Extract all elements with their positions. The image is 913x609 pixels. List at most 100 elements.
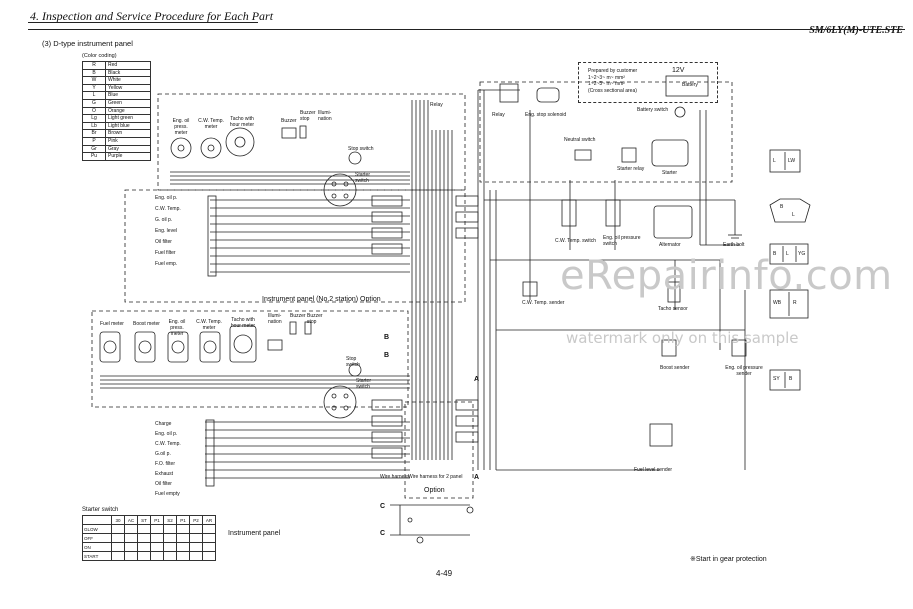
starter-switch-position: OFF [82, 533, 112, 543]
page-header-model: SM/6LY(M)-UTE.STE [809, 25, 903, 36]
cw-temp-switch-label: C.W. Temp. switch [555, 238, 597, 244]
starter-switch-cell [137, 533, 151, 543]
upper-bus-lines [170, 171, 410, 273]
starter-switch-cell [111, 524, 125, 534]
upper-panel-frame [157, 93, 466, 191]
lower-gauge-label-2: Boost meter [133, 321, 160, 327]
lower-lamp-label: Charge [155, 421, 172, 427]
upper-gauges [170, 127, 255, 159]
starter-switch-cell [137, 551, 151, 561]
fuel-level-sender-shape [649, 423, 673, 447]
alternator-shape [653, 205, 693, 239]
header-rule-short [28, 22, 258, 23]
illumination-label: Illumi-nation [318, 110, 332, 122]
starter-switch-cell [202, 551, 216, 561]
option-label: Option [424, 487, 445, 494]
starter-switch-cell [111, 551, 125, 561]
upper-gauge-label-3: Tacho with hour meter [229, 116, 255, 128]
upper-lamp-label: Fuel filter [155, 250, 176, 256]
upper-panel-lower-frame [124, 189, 466, 303]
buzzer2-label: Buzzer [290, 313, 306, 319]
lower-lamp-label: Exhaust [155, 471, 174, 477]
lower-lamp-label: Oil filter [155, 481, 172, 487]
starter-switch-column-header: P2 [189, 515, 203, 525]
watermark-main: eRepairinfo.com [560, 253, 893, 299]
starter-switch-cell [189, 524, 203, 534]
starter-switch-upper [323, 173, 357, 207]
stop-switch2-label: Stop switch [346, 356, 360, 368]
terminal-a: A [474, 474, 480, 481]
header-rule [28, 29, 905, 30]
starter-switch-lower [323, 385, 357, 419]
starter-switch2-label: Starter switch [356, 378, 372, 390]
relay-label: Relay [492, 112, 505, 118]
starter-switch-cell [189, 542, 203, 552]
lower-gauges [99, 325, 257, 363]
connector-pin: L [773, 158, 776, 164]
connector-face-2 [769, 198, 811, 223]
upper-gauge-label-2: C.W. Temp. meter [198, 118, 224, 130]
option-frame [404, 401, 474, 499]
lower-bus-lines [100, 375, 410, 479]
battery-voltage-label: 12V [672, 67, 685, 74]
lower-lamp-label: F.O. filter [155, 461, 176, 467]
starter-switch-cell [163, 524, 177, 534]
relay2-label: Relay [430, 102, 443, 108]
upper-lamp-label: Oil filter [155, 239, 172, 245]
upper-gauge-label-1: Eng. oil press. meter [172, 118, 190, 136]
lower-panel-label: Instrument panel [228, 530, 281, 537]
starter-switch-row: ON [82, 542, 216, 552]
lower-gauge-label-1: Fuel meter [100, 321, 124, 327]
upper-lamp-label: Eng. level [155, 228, 177, 234]
starter-switch-cell [163, 542, 177, 552]
boost-sender-label: Boost sender [660, 365, 690, 371]
eng-stop-solenoid-shape [536, 87, 560, 103]
harness-connectors [371, 195, 479, 459]
starter-switch-cell [124, 533, 138, 543]
starter-switch-cell [202, 524, 216, 534]
engine-side-frame [479, 81, 733, 183]
lower-panel-frame [91, 310, 409, 408]
battery-shape [665, 75, 709, 97]
starter-switch-cell [137, 524, 151, 534]
lower-lamp-label: C.W. Temp. [155, 441, 181, 447]
page-number: 4-49 [436, 569, 453, 578]
connector-pin: B [773, 251, 777, 257]
buzzer-stop-label: Buzzer stop [300, 110, 316, 122]
starter-switch-cell [150, 533, 164, 543]
upper-lamp-label: G. oil p. [155, 217, 173, 223]
lower-gauge-label-4: C.W. Temp. meter [196, 319, 222, 331]
starter-switch-row: OFF [82, 533, 216, 543]
upper-lamp-label: Eng. oil p. [155, 195, 178, 201]
connector-pin: L [792, 212, 795, 218]
color-coding-title: (Color coding) [82, 53, 117, 59]
starter-switch-cell [111, 542, 125, 552]
starter-switch-column-header: ST [137, 515, 151, 525]
terminal-b: B [384, 352, 390, 359]
connector-pin: LW [788, 158, 796, 164]
eng-oil-press-switch-label: Eng. oil pressure switch [603, 235, 641, 247]
starter-switch-cell [176, 542, 190, 552]
starter-shape [651, 139, 689, 167]
starter-switch-column-header: P1 [150, 515, 164, 525]
starter-switch-position: START [82, 551, 112, 561]
harness-bundle [411, 100, 453, 460]
lower-lamp-label: G.oil p. [155, 451, 171, 457]
eng-stop-solenoid-label: Eng. stop solenoid [525, 112, 567, 118]
upper-lamp-label: Fuel emp. [155, 261, 178, 267]
starter-switch-cell [124, 551, 138, 561]
starter-switch-position: GLOW [82, 524, 112, 534]
connector-face-3 [769, 243, 809, 265]
connector-pin: SY [773, 376, 780, 382]
starter-switch-cell [124, 542, 138, 552]
starter-switch-cell [176, 524, 190, 534]
starter-switch-cell [150, 542, 164, 552]
connector-pin: L [786, 251, 789, 257]
start-in-gear-note: ※Start in gear protection [690, 556, 767, 563]
lower-lamp-label: Eng. oil p. [155, 431, 178, 437]
neutral-switch-label: Neutral switch [564, 137, 596, 143]
connector-face-4 [769, 289, 809, 319]
